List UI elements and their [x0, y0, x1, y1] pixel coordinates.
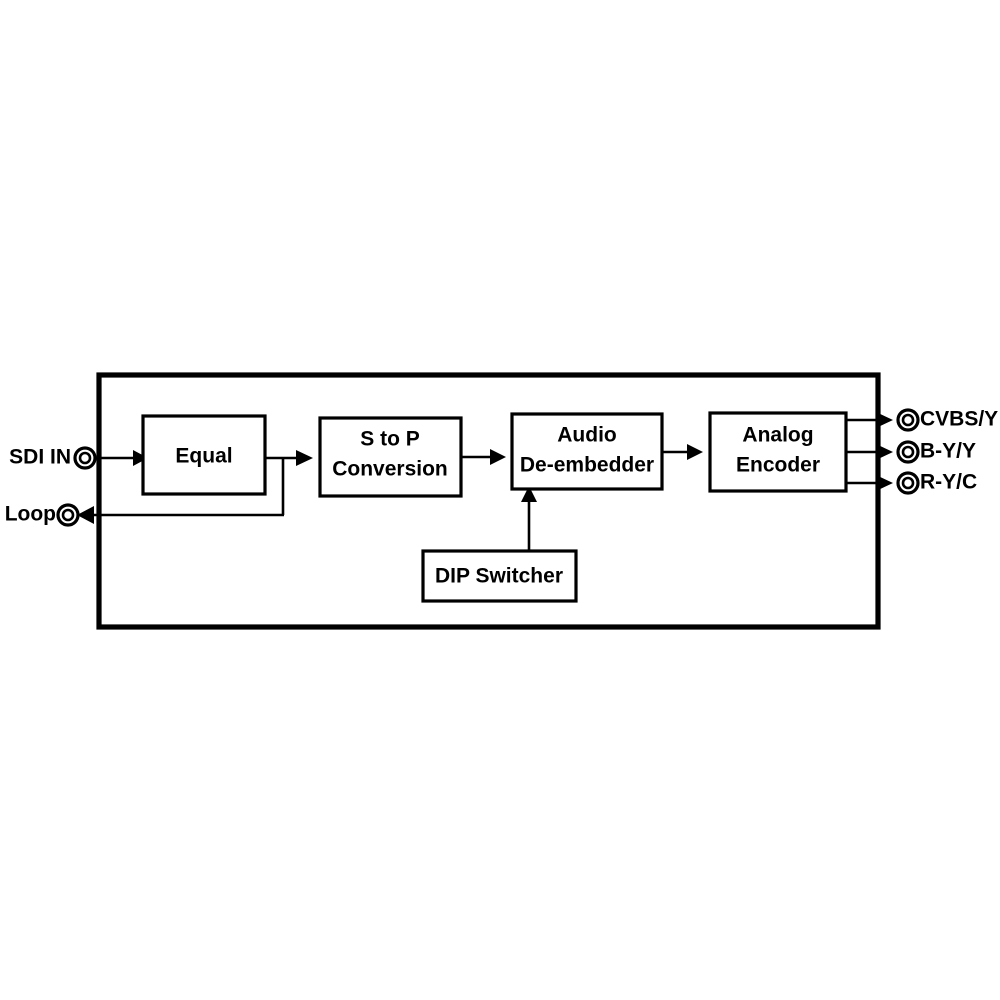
port-cvbs-y[interactable]: CVBS/Y [896, 408, 998, 432]
arrowhead-stop-input [296, 450, 313, 466]
b-y-y-connector-inner-icon [901, 445, 915, 459]
port-b-y-y[interactable]: B-Y/Y [896, 440, 976, 464]
block-analog-encoder-label-line1: Analog [742, 424, 813, 447]
port-r-y-c[interactable]: R-Y/C [896, 471, 977, 495]
arrowhead-audio-control-input [521, 486, 537, 502]
sdi-in-connector-icon[interactable] [73, 446, 97, 470]
block-s-to-p-conversion-label-line2: Conversion [332, 458, 448, 481]
block-dip-switcher-rect[interactable] [421, 549, 578, 603]
block-equal-rect[interactable] [141, 414, 267, 496]
block-equal[interactable]: Equal [141, 414, 267, 496]
arrowhead-loop-output [77, 506, 94, 524]
signal-wires [77, 412, 893, 551]
loop-connector-inner-icon [61, 508, 75, 522]
cvbs-y-connector-inner-icon [901, 413, 915, 427]
sdi-in-connector-inner-icon [78, 451, 92, 465]
block-analog-encoder-rect[interactable] [708, 411, 848, 493]
block-s-to-p-conversion-rect[interactable] [318, 416, 463, 498]
port-r-y-c-label: R-Y/C [920, 471, 977, 494]
arrowhead-equal-input [133, 450, 148, 466]
arrowhead-encoder-input [687, 444, 703, 460]
block-audio-de-embedder-label-line1: Audio [557, 424, 616, 447]
device-chassis-frame [96, 372, 881, 630]
arrowhead-audio-input [490, 449, 506, 465]
port-sdi-in-label: SDI IN [9, 446, 71, 469]
block-dip-switcher-label: DIP Switcher [435, 565, 563, 588]
port-cvbs-y-label: CVBS/Y [920, 408, 998, 431]
b-y-y-connector-icon[interactable] [896, 440, 920, 464]
arrowhead-ry-output [876, 475, 893, 491]
port-loop-label: Loop [5, 503, 56, 526]
r-y-c-connector-inner-icon [901, 476, 915, 490]
block-dip-switcher[interactable]: DIP Switcher [421, 549, 578, 603]
block-s-to-p-conversion[interactable]: S to P Conversion [318, 416, 463, 498]
r-y-c-connector-icon[interactable] [896, 471, 920, 495]
block-audio-de-embedder-rect[interactable] [510, 412, 664, 491]
port-sdi-in[interactable]: SDI IN [9, 446, 97, 470]
loop-connector-icon[interactable] [56, 503, 80, 527]
port-loop[interactable]: Loop [5, 503, 80, 527]
block-analog-encoder-label-line2: Encoder [736, 454, 820, 477]
cvbs-y-connector-icon[interactable] [896, 408, 920, 432]
arrowhead-cvbs-output [876, 412, 893, 428]
arrowhead-by-output [876, 444, 893, 460]
block-s-to-p-conversion-label-line1: S to P [360, 428, 420, 451]
block-audio-de-embedder-label-line2: De-embedder [520, 454, 654, 477]
block-equal-label: Equal [175, 445, 232, 468]
block-audio-de-embedder[interactable]: Audio De-embedder [510, 412, 664, 491]
block-analog-encoder[interactable]: Analog Encoder [708, 411, 848, 493]
port-b-y-y-label: B-Y/Y [920, 440, 976, 463]
